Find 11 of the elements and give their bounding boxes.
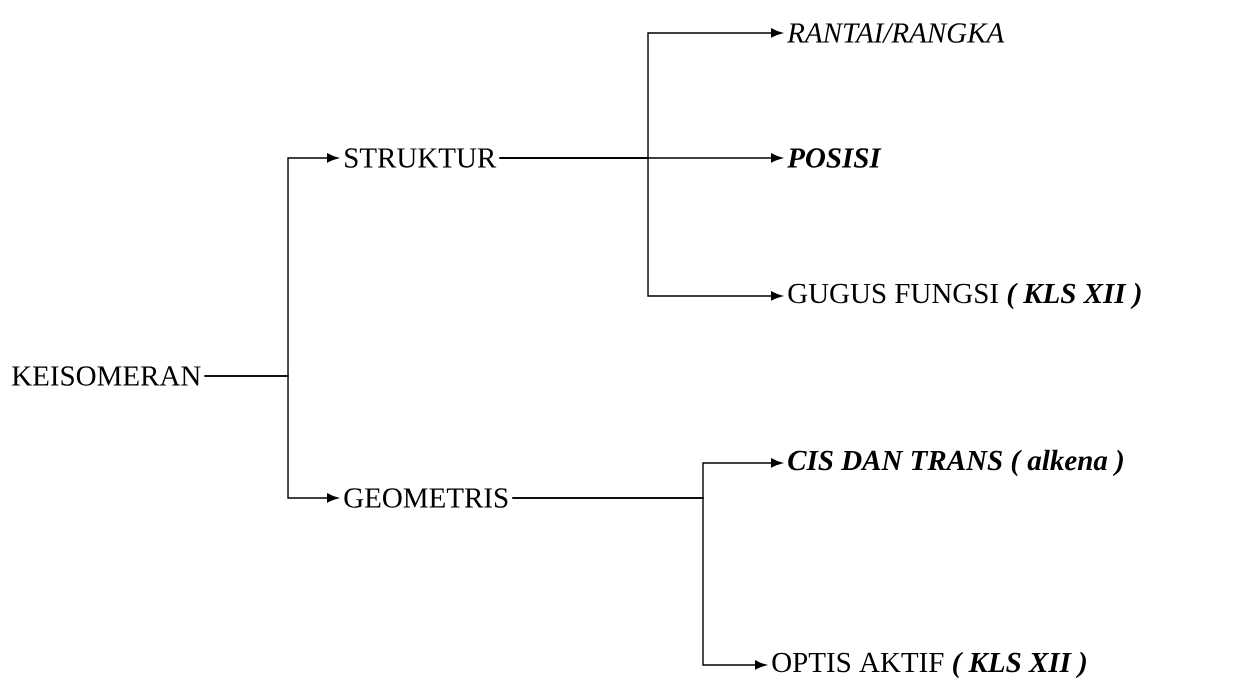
arrow xyxy=(203,375,338,503)
label-text: KEISOMERAN xyxy=(12,366,201,386)
label-text: POSISI xyxy=(787,148,882,168)
arrow xyxy=(511,497,766,670)
arrow xyxy=(498,157,782,301)
label-text: STRUKTUR xyxy=(345,148,497,168)
label-text: GUGUS FUNGSI ( KLS XII ) xyxy=(788,282,1141,310)
label-text: GEOMETRIS xyxy=(344,488,508,508)
label-text: CIS DAN TRANS ( alkena ) xyxy=(788,449,1123,477)
label-text: RANTAI/RANGKA xyxy=(787,23,1005,43)
label-text: OPTIS AKTIF ( KLS XII ) xyxy=(772,651,1086,679)
